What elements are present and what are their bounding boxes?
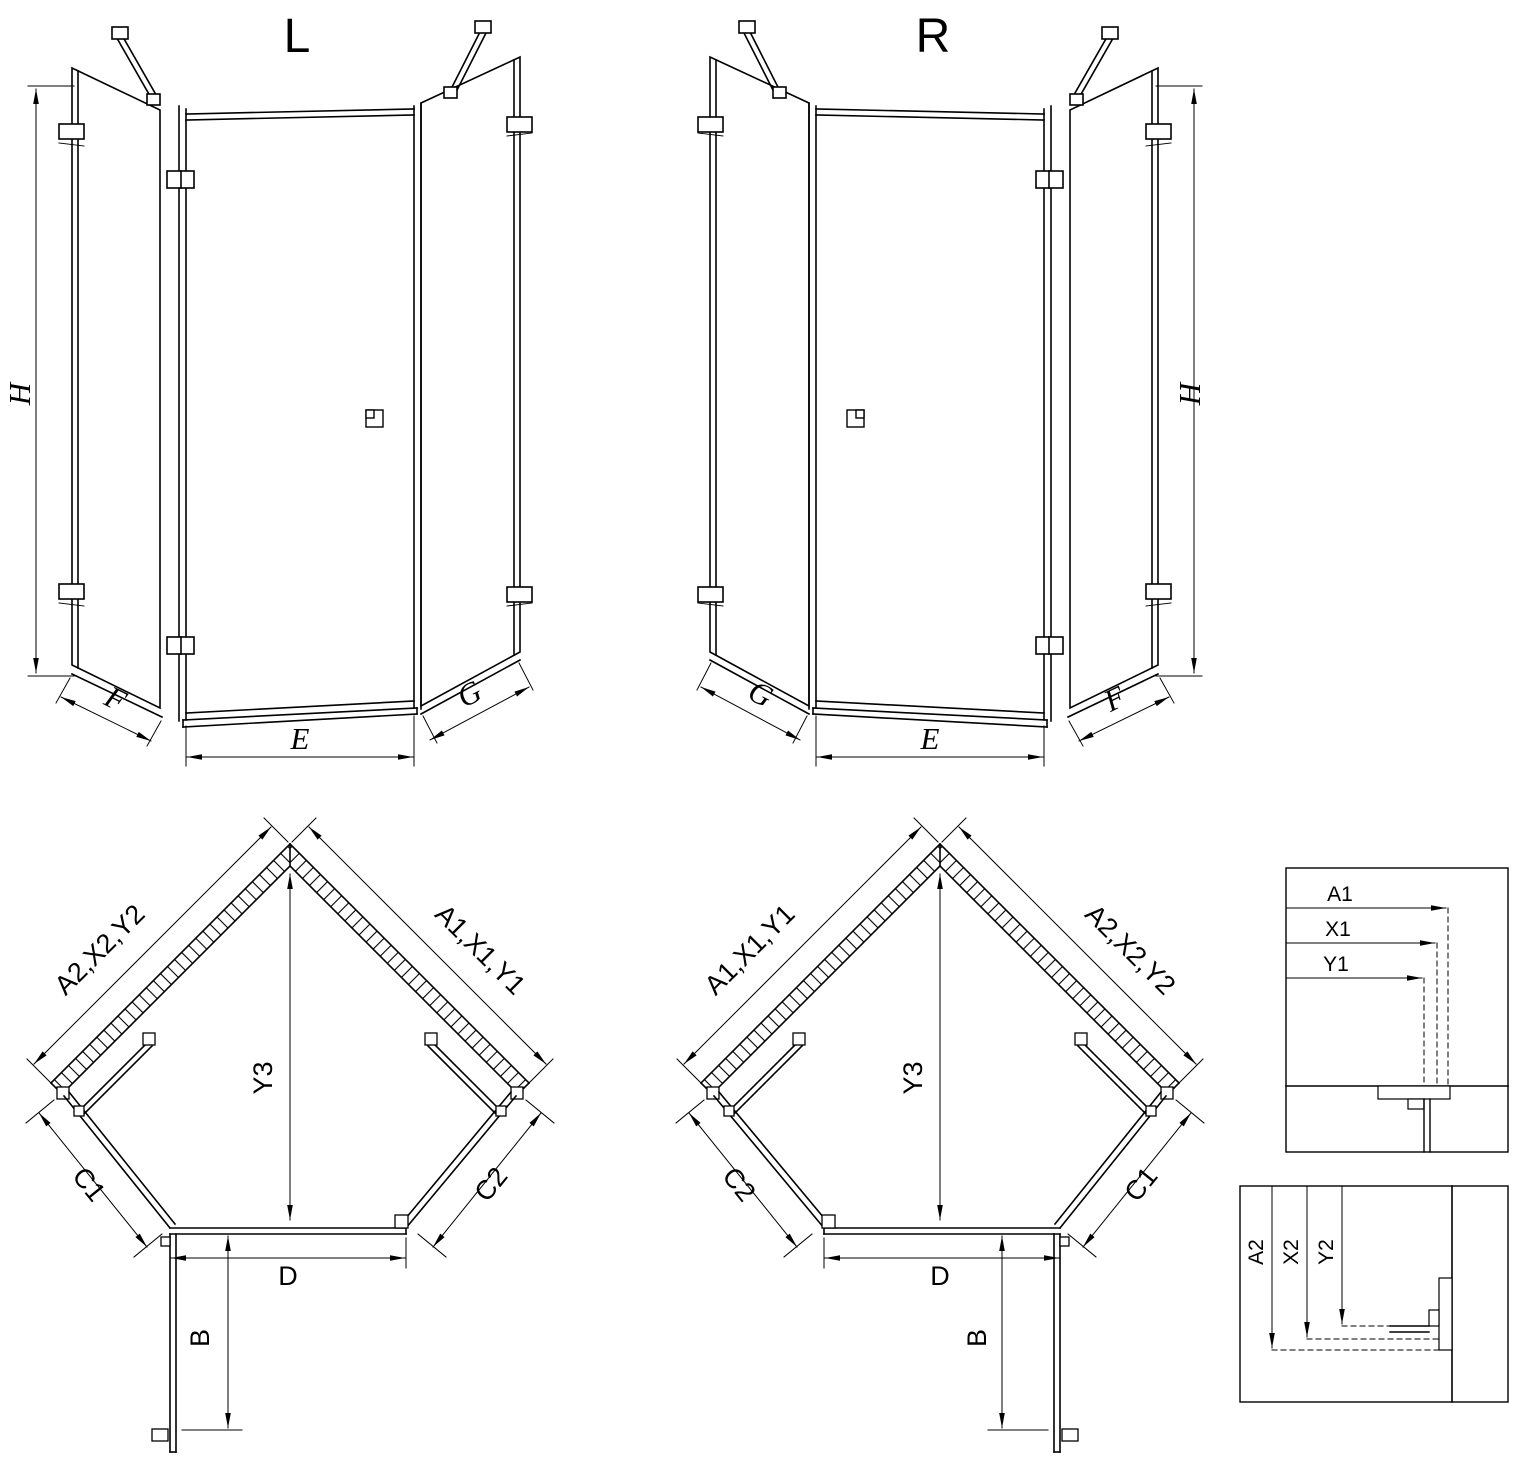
- label-x2-detail: X2: [1280, 1239, 1303, 1265]
- label-g-left: G: [451, 673, 487, 714]
- label-g-right: G: [743, 673, 779, 714]
- detail-view-a2-x2-y2: [1239, 1185, 1509, 1403]
- detail-view-a1-x1-y1: [1285, 867, 1509, 1153]
- label-height-left: H: [2, 381, 37, 406]
- label-f-right: F: [1097, 678, 1131, 719]
- label-wall-right-planr: A2,X2,Y2: [1079, 899, 1181, 1001]
- label-y2-detail: Y2: [1315, 1239, 1338, 1265]
- label-f-left: F: [99, 678, 133, 719]
- label-c1-planl: C1: [66, 1161, 111, 1207]
- label-y1-detail: Y1: [1323, 953, 1349, 976]
- label-height-right: H: [1172, 381, 1207, 406]
- perspective-left-drawing: [27, 20, 534, 767]
- label-y3-planl: Y3: [248, 1061, 278, 1094]
- title-right-variant: R: [916, 10, 951, 63]
- label-wall-left-planl: A2,X2,Y2: [49, 899, 151, 1001]
- label-a1-detail: A1: [1327, 883, 1353, 906]
- label-d-planl: D: [278, 1261, 298, 1291]
- label-x1-detail: X1: [1325, 918, 1351, 941]
- plan-left-drawing: [25, 817, 555, 1453]
- title-left-variant: L: [284, 10, 311, 63]
- perspective-right-drawing: [697, 21, 1202, 766]
- label-wall-right-planl: A1,X1,Y1: [429, 899, 531, 1001]
- label-c2-planr: C2: [716, 1161, 761, 1207]
- label-y3-planr: Y3: [898, 1061, 928, 1094]
- label-d-planr: D: [930, 1261, 950, 1291]
- label-wall-left-planr: A1,X1,Y1: [699, 899, 801, 1001]
- label-a2-detail: A2: [1245, 1239, 1268, 1265]
- label-e-right: E: [920, 721, 940, 756]
- label-c1-planr: C1: [1118, 1161, 1163, 1207]
- label-c2-planl: C2: [468, 1161, 513, 1207]
- plan-right-drawing: [676, 818, 1204, 1452]
- label-e-left: E: [290, 721, 310, 756]
- label-b-planl: B: [185, 1329, 215, 1347]
- label-b-planr: B: [962, 1329, 992, 1347]
